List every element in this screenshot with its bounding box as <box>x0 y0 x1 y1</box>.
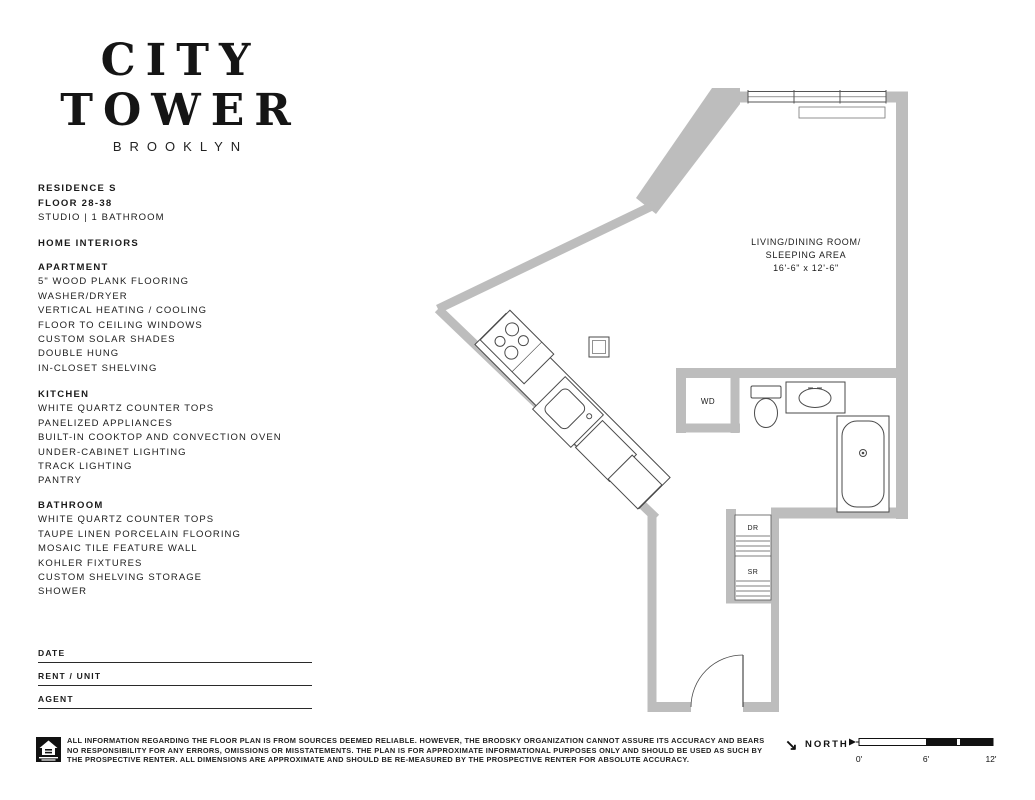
kitchen-title: KITCHEN <box>38 389 90 400</box>
list-item: WHITE QUARTZ COUNTER TOPS <box>38 514 215 526</box>
north-label: NORTH <box>805 739 849 750</box>
closets <box>734 514 772 601</box>
toilet <box>750 385 782 428</box>
list-item: BUILT-IN COOKTOP AND CONVECTION OVEN <box>38 432 282 444</box>
equal-housing-logo <box>36 737 61 762</box>
wall-structural-diagonal <box>636 88 740 214</box>
room-label: LIVING/DINING ROOM/ <box>751 237 861 247</box>
window-band <box>747 90 887 104</box>
list-item: TRACK LIGHTING <box>38 461 133 473</box>
agent-field: AGENT <box>38 694 312 709</box>
cooktop <box>479 309 555 385</box>
dresser-closet-label: DR <box>747 525 758 532</box>
form-row-agent: AGENT <box>38 694 312 709</box>
rent-unit-field: RENT / UNIT <box>38 671 312 686</box>
shelving-closet-label: SR <box>748 569 759 576</box>
residence-name: RESIDENCE S <box>38 183 117 194</box>
kitchen-oven <box>607 454 663 510</box>
walls <box>434 88 908 712</box>
house-icon <box>39 740 58 755</box>
list-item: CUSTOM SHELVING STORAGE <box>38 572 203 584</box>
list-item: PANTRY <box>38 475 82 487</box>
north-arrow-icon: ↘ <box>785 737 798 754</box>
apartment-title: APARTMENT <box>38 262 109 273</box>
kitchen-fixtures <box>474 309 671 510</box>
brand-line-1: CITY <box>100 35 261 86</box>
room-label: SLEEPING AREA <box>766 250 847 260</box>
brand-logo: CITY TOWER BROOKLYN <box>38 35 323 155</box>
washer-dryer-label: WD <box>701 397 715 406</box>
date-field: DATE <box>38 648 312 663</box>
residence-info: RESIDENCE S FLOOR 28-38 STUDIO | 1 BATHR… <box>38 182 338 226</box>
floor-plan: LIVING/DINING ROOM/ SLEEPING AREA 16'-6"… <box>434 88 908 712</box>
kitchen-sink <box>531 375 605 449</box>
brand-city: BROOKLYN <box>112 139 249 154</box>
form-row-rent-unit: RENT / UNIT <box>38 671 312 686</box>
home-interiors-title: HOME INTERIORS <box>38 238 140 249</box>
door-swing-arc <box>690 654 744 708</box>
list-item: MOSAIC TILE FEATURE WALL <box>38 543 198 555</box>
apartment-feature-list: APARTMENT 5" WOOD PLANK FLOORING WASHER/… <box>38 261 368 376</box>
list-item: WHITE QUARTZ COUNTER TOPS <box>38 403 215 415</box>
bathroom-fixtures <box>750 381 890 513</box>
wall <box>436 201 654 314</box>
scale-bar <box>858 738 994 746</box>
list-item: DOUBLE HUNG <box>38 348 120 360</box>
convector-unit <box>798 106 886 119</box>
list-item: UNDER-CABINET LIGHTING <box>38 446 187 458</box>
scale-pointer-icon <box>849 738 856 746</box>
list-item: VERTICAL HEATING / COOLING <box>38 305 208 317</box>
kitchen-feature-list: KITCHEN WHITE QUARTZ COUNTER TOPS PANELI… <box>38 388 368 489</box>
list-item: CUSTOM SOLAR SHADES <box>38 334 176 346</box>
list-item: FLOOR TO CEILING WINDOWS <box>38 319 203 331</box>
scale-label-12: 12' <box>985 754 996 764</box>
list-item: 5" WOOD PLANK FLOORING <box>38 276 190 288</box>
agent-form: DATE RENT / UNIT AGENT <box>38 648 312 717</box>
entry-door <box>690 654 744 708</box>
kitchen-column <box>588 336 610 358</box>
form-row-date: DATE <box>38 648 312 663</box>
disclaimer-text: ALL INFORMATION REGARDING THE FLOOR PLAN… <box>67 736 765 765</box>
north-and-scale: ↘ NORTH 0' 6' 12' <box>785 737 997 764</box>
residence-floor: FLOOR 28-38 <box>38 197 113 209</box>
list-item: TAUPE LINEN PORCELAIN FLOORING <box>38 528 241 540</box>
vanity-sink <box>785 381 846 414</box>
residence-layout: STUDIO | 1 BATHROOM <box>38 212 165 223</box>
bathroom-title: BATHROOM <box>38 500 104 511</box>
room-dimensions: 16'-6" x 12'-6" <box>773 263 839 273</box>
list-item: IN-CLOSET SHELVING <box>38 362 158 374</box>
brand-line-2: TOWER <box>60 85 301 136</box>
bathroom-feature-list: BATHROOM WHITE QUARTZ COUNTER TOPS TAUPE… <box>38 499 368 600</box>
list-item: PANELIZED APPLIANCES <box>38 417 173 429</box>
list-item: KOHLER FIXTURES <box>38 557 143 569</box>
bathtub <box>836 415 890 513</box>
scale-label-0: 0' <box>856 754 863 764</box>
list-item: WASHER/DRYER <box>38 290 128 302</box>
list-item: SHOWER <box>38 586 88 598</box>
scale-label-6: 6' <box>923 754 930 764</box>
